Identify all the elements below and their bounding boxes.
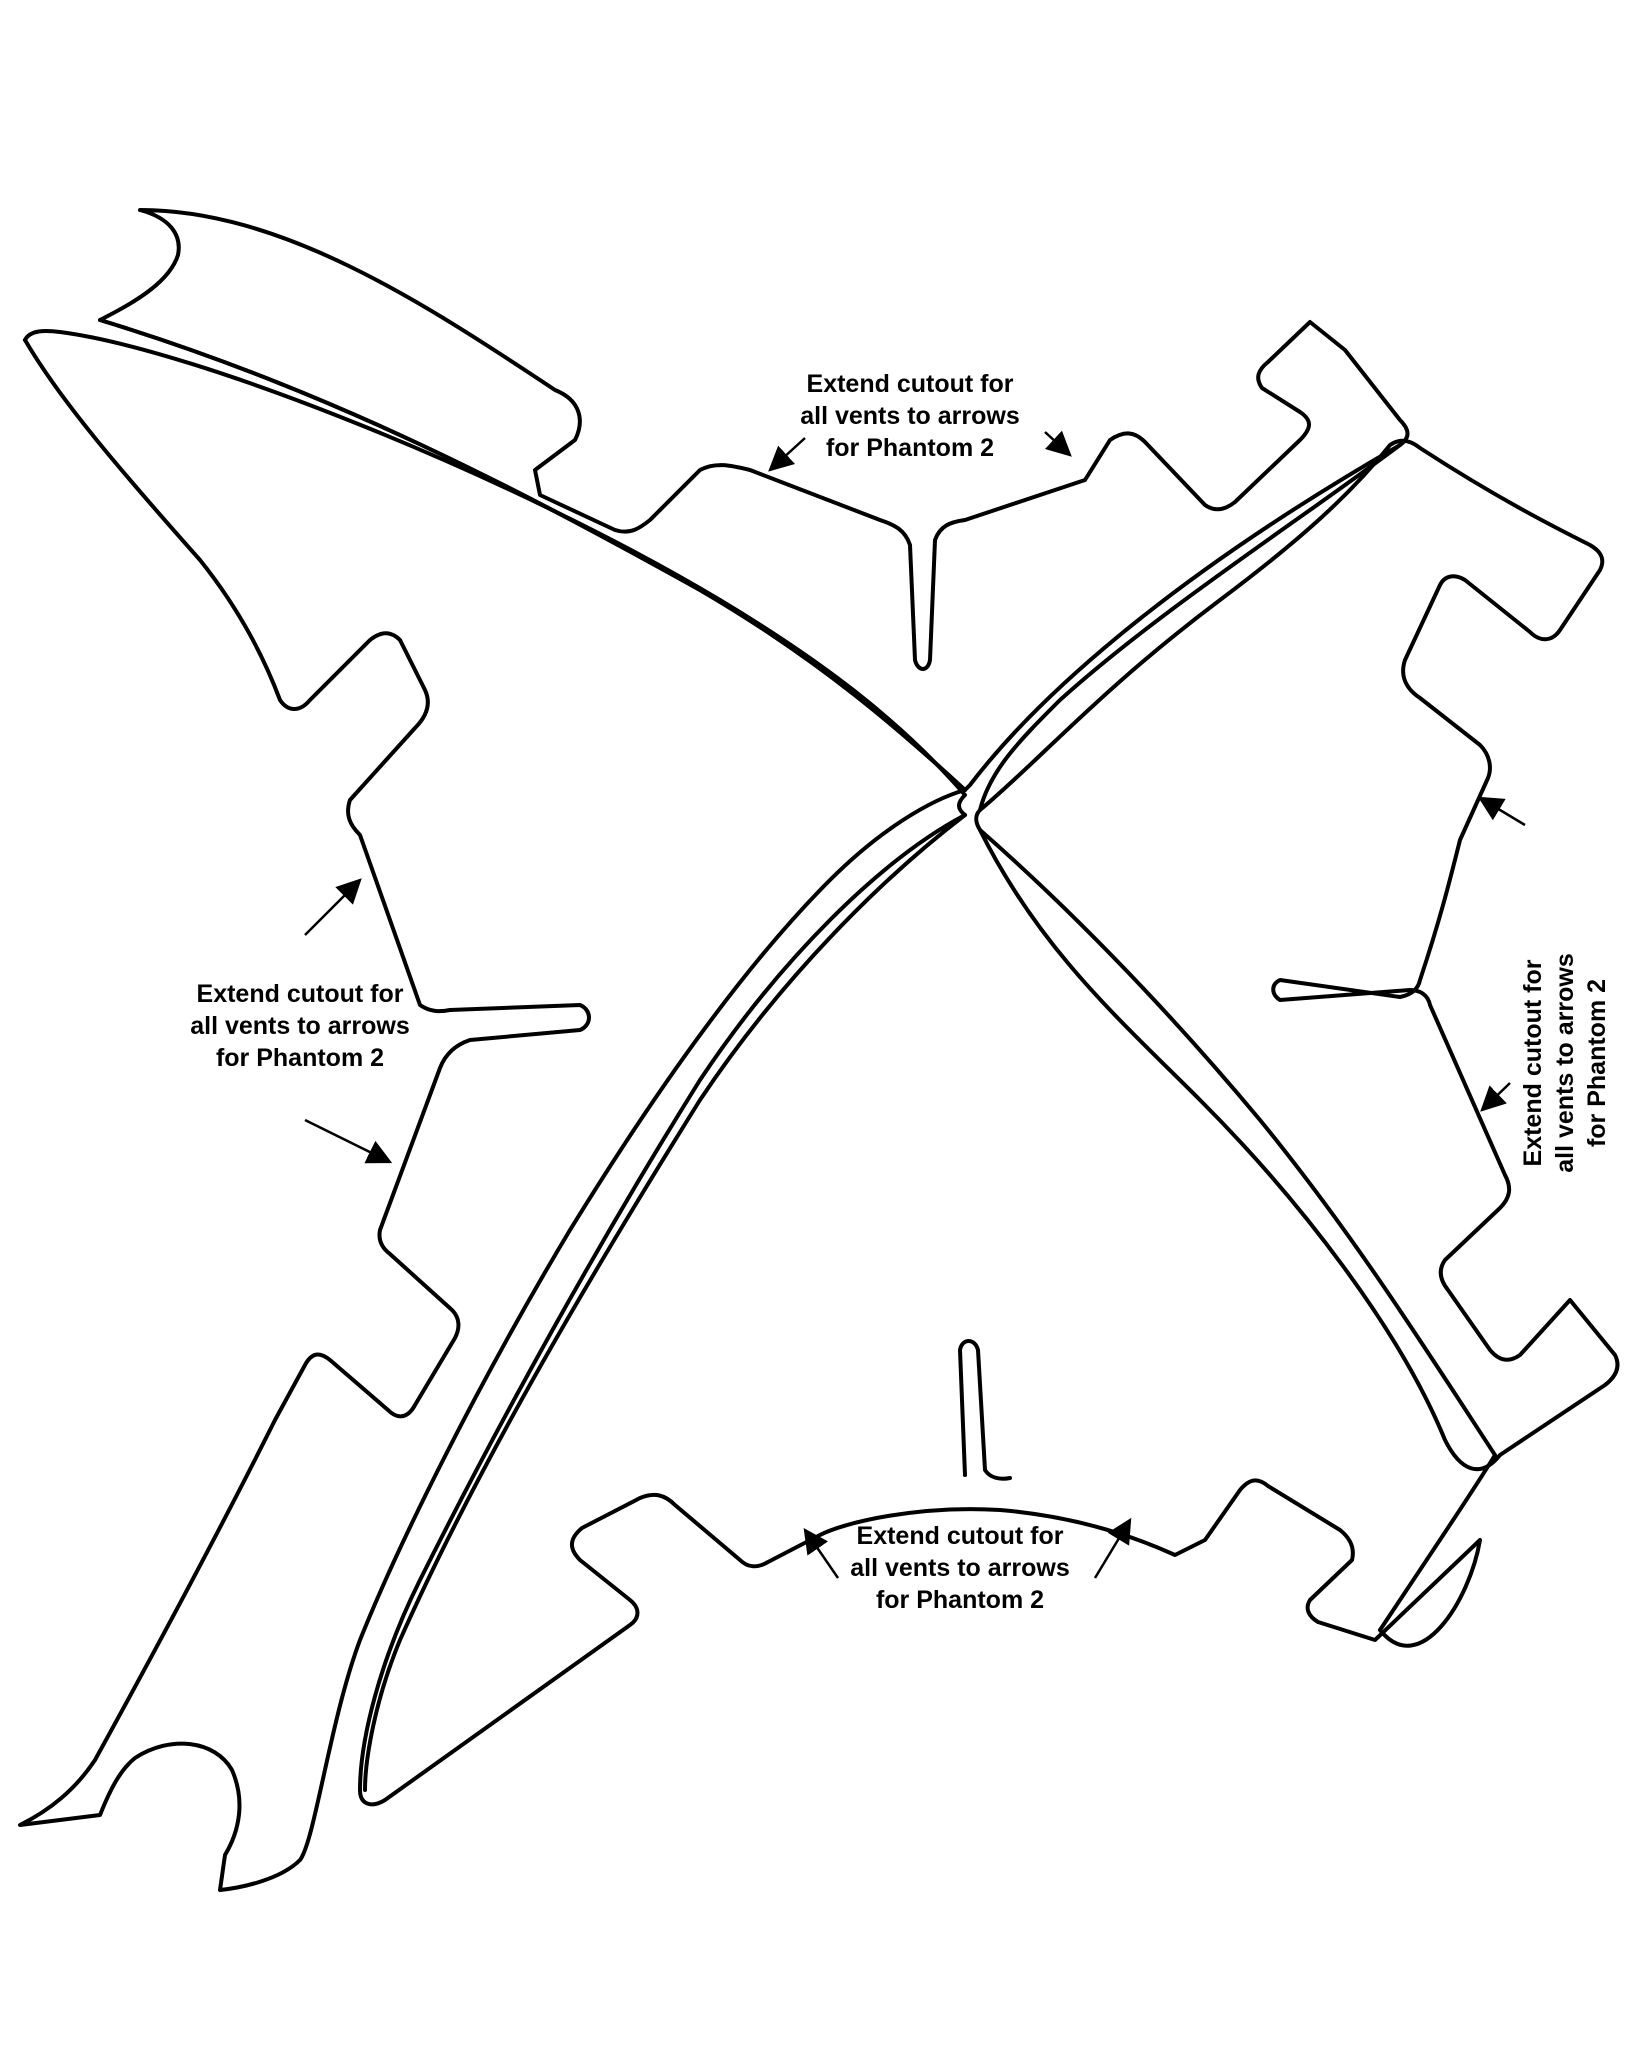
annotation-line: Extend cutout for [196,980,404,1008]
annotation-line: all vents to arrows [1551,953,1579,1173]
right-wedge-piece [974,438,1620,1472]
seam-lower-right [978,828,1497,1632]
annotation-line: Extend cutout for [856,1522,1064,1550]
annotation-line: Extend cutout for [806,370,1014,398]
arrow-top-right [1044,430,1072,457]
annotation-top: Extend cutout for all vents to arrows fo… [730,368,1090,464]
annotation-line: for Phantom 2 [215,1044,385,1072]
arrow-right-upper [1477,796,1526,827]
annotation-bottom: Extend cutout for all vents to arrows fo… [780,1520,1140,1616]
arrow-bottom-right [1093,1517,1132,1579]
annotation-line: for Phantom 2 [875,1586,1045,1614]
annotation-left: Extend cutout for all vents to arrows fo… [120,978,480,1074]
annotation-line: for Phantom 2 [1583,978,1611,1148]
bottom-vent-slot [958,1339,1012,1481]
seam-right [978,443,1402,812]
arrow-bottom-left [803,1527,840,1579]
annotation-line: Extend cutout for [1519,959,1547,1167]
seam-lower-left [363,813,967,1792]
annotation-line: all vents to arrows [850,1554,1070,1582]
annotation-line: all vents to arrows [800,402,1020,430]
arrow-left-lower [304,1118,393,1164]
annotation-right: Extend cutout for all vents to arrows fo… [1517,863,1613,1263]
seam-upper [98,318,967,792]
top-left-strip-piece [98,208,1410,792]
arrow-left-upper [304,878,362,936]
left-wing-piece [18,338,967,1892]
annotation-line: for Phantom 2 [825,434,995,462]
arrow-top-left [768,437,806,472]
arrow-right-lower [1480,1082,1511,1112]
left-wedge-piece [23,329,1482,1807]
annotation-line: all vents to arrows [190,1012,410,1040]
